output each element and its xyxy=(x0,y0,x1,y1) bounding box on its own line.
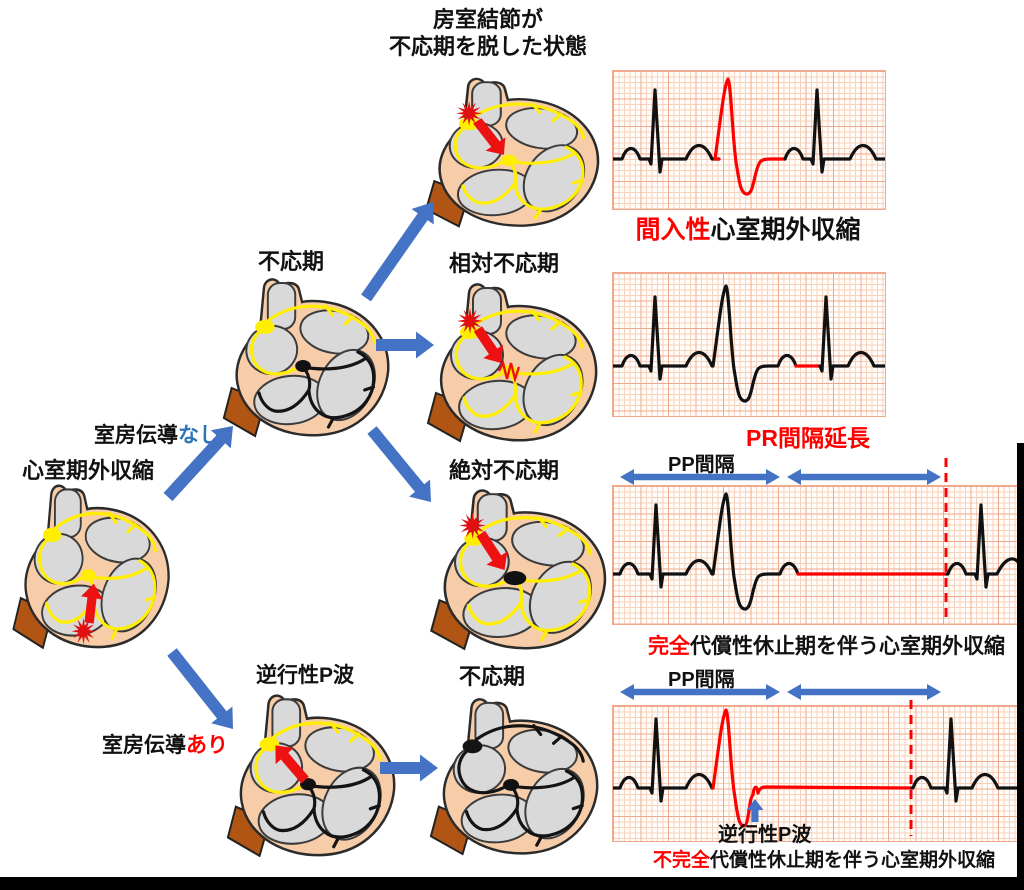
av-node xyxy=(295,360,311,372)
pp-interval-label-top: PP間隔 xyxy=(668,454,735,476)
excitation-arrow xyxy=(275,745,309,784)
av-node-slow-conduction xyxy=(497,359,521,384)
strip4-caption: 不完全代償性休止期を伴う心室期外収縮 xyxy=(653,845,995,872)
ecg-trace xyxy=(613,492,1018,611)
av-node-recovered-label: 房室結節が 不応期を脱した状態 xyxy=(378,6,598,60)
ectopic-focus-star xyxy=(455,101,483,126)
va-conduction-present-label: 室房伝導あり xyxy=(102,729,228,759)
excitation-arrow xyxy=(473,326,504,363)
pvc-origin-label: 心室期外収縮 xyxy=(22,458,155,483)
ecg-trace-segment xyxy=(613,284,798,403)
strip1-caption-rest: 心室期外収縮 xyxy=(710,216,861,244)
ecg-strip-interpolated-pvc xyxy=(612,70,886,210)
av-node xyxy=(500,154,518,167)
strip1-caption: 間入性心室期外収縮 xyxy=(612,210,884,246)
pp-interval-label-bottom: PP間隔 xyxy=(668,669,735,691)
relative-refractory-label: 相対不応期 xyxy=(449,251,560,276)
bottom-edge-bar xyxy=(0,877,1024,890)
atrial-conduction xyxy=(250,304,377,376)
pp-interval-arrow xyxy=(787,684,941,700)
strip3-caption: 完全代償性休止期を伴う心室期外収縮 xyxy=(648,630,1005,660)
ecg-trace-segment xyxy=(910,717,1018,803)
heart-relative-refractory xyxy=(426,283,598,443)
va-conduction-none-label: 室房伝導なし xyxy=(94,419,220,449)
ecg-trace xyxy=(613,284,885,403)
atrial-appendage xyxy=(53,488,82,539)
heart-av-node-recovered xyxy=(424,77,600,228)
ectopic-focus-star xyxy=(459,512,487,539)
heart-chambers xyxy=(450,287,584,431)
strip3-caption-highlight: 完全 xyxy=(648,635,690,658)
atrial-conduction xyxy=(458,515,592,588)
ecg-trace-segment xyxy=(945,503,1018,589)
ecg-trace xyxy=(613,77,885,196)
atrial-appendage xyxy=(271,698,302,748)
av-node-recovered-line2: 不応期を脱した状態 xyxy=(388,34,587,59)
av-node xyxy=(300,778,316,791)
ecg-strip-pr-prolongation xyxy=(612,272,886,417)
atrial-conduction xyxy=(453,102,586,170)
atrial-conduction xyxy=(254,721,382,794)
atrial-appendage xyxy=(472,287,502,335)
heart-refractory xyxy=(222,278,390,438)
va-present-suffix: あり xyxy=(186,734,228,757)
ecg-trace-segment xyxy=(613,492,800,611)
ecg-strip-complete-pause xyxy=(612,485,1019,625)
strip3-caption-rest: 代償性休止期を伴う心室期外収縮 xyxy=(690,635,1005,658)
right-edge-bar xyxy=(1017,443,1024,890)
sa-node xyxy=(42,527,62,543)
pp-interval-arrow xyxy=(787,469,941,485)
heart-absolute-refractory xyxy=(430,489,607,651)
strip4-caption-rest: 代償性休止期を伴う心室期外収縮 xyxy=(710,850,996,871)
av-node xyxy=(80,569,96,582)
sa-node xyxy=(255,320,275,334)
va-none-suffix: なし xyxy=(178,424,220,447)
av-node-blocked xyxy=(503,571,527,586)
ecg-trace-segment xyxy=(613,717,715,803)
strip1-caption-highlight: 間入性 xyxy=(635,216,711,244)
av-node xyxy=(503,778,519,791)
atrial-conduction xyxy=(457,724,585,795)
atrial-appendage xyxy=(266,282,297,330)
heart-refractory-2 xyxy=(429,698,599,856)
excitation-arrow xyxy=(81,583,104,624)
excitation-arrow xyxy=(473,118,506,155)
sa-node xyxy=(462,739,483,754)
excitation-arrow xyxy=(476,530,508,571)
ecg-strip-incomplete-pause xyxy=(612,705,1019,842)
heart-retrograde-p xyxy=(226,694,396,858)
atrial-conduction xyxy=(454,309,584,381)
va-present-prefix: 室房伝導 xyxy=(102,734,186,757)
strip2-caption: PR間隔延長 xyxy=(612,419,870,453)
ecg-trace-segment xyxy=(783,88,885,174)
refractory-label: 不応期 xyxy=(258,249,325,274)
retrograde-p-heart-label: 逆行性P波 xyxy=(256,664,355,687)
atrial-appendage xyxy=(474,701,505,750)
heart-pvc-origin xyxy=(12,484,170,650)
refractory2-label: 不応期 xyxy=(459,664,526,689)
av-node-recovered-line1: 房室結節が xyxy=(432,7,543,32)
ecg-trace xyxy=(613,708,1018,828)
atrial-appendage xyxy=(471,81,502,127)
ecg-trace-segment xyxy=(818,295,885,381)
ectopic-focus-star xyxy=(457,308,483,334)
ecg-trace-segment xyxy=(613,88,721,174)
retrograde-p-wave-ecg-label: 逆行性P波 xyxy=(718,824,812,846)
strip2-caption-highlight: PR間隔延長 xyxy=(746,425,870,451)
ecg-trace-segment xyxy=(711,708,914,828)
va-none-prefix: 室房伝導 xyxy=(94,424,178,447)
absolute-refractory-label: 絶対不応期 xyxy=(449,458,560,483)
atrial-conduction xyxy=(38,511,158,586)
strip4-caption-highlight: 不完全 xyxy=(653,850,711,871)
ecg-trace-segment xyxy=(713,77,787,196)
ectopic-focus-star xyxy=(71,617,96,645)
sa-node xyxy=(259,737,280,752)
